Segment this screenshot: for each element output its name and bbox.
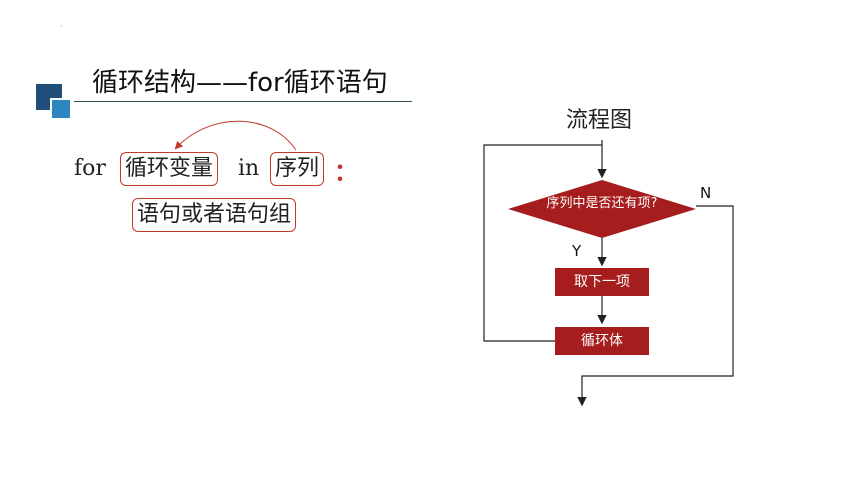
- decision-diamond: [508, 180, 696, 238]
- yes-label: Y: [572, 242, 582, 260]
- sequence-box: 序列: [270, 152, 325, 186]
- no-exit-line: [577, 205, 734, 407]
- slide-title: 循环结构——for循环语句: [92, 68, 388, 98]
- colon-mark: ：: [334, 158, 358, 186]
- next-item-step: 取下一项: [555, 268, 649, 296]
- sequence-to-variable-arrow: [174, 120, 297, 151]
- no-label: N: [700, 184, 712, 202]
- loop-variable-box: 循环变量: [120, 152, 219, 186]
- logo-square-light: [50, 98, 72, 120]
- flowchart-title: 流程图: [566, 108, 633, 133]
- decorative-dot: ·: [60, 22, 63, 31]
- decision-text: 序列中是否还有项?: [546, 196, 658, 211]
- title-underline: [74, 101, 412, 102]
- in-keyword: in: [238, 156, 260, 181]
- loop-back-line: [483, 144, 602, 342]
- for-keyword: for: [74, 156, 106, 181]
- statement-block-box: 语句或者语句组: [132, 198, 297, 232]
- loop-body-step: 循环体: [555, 327, 649, 355]
